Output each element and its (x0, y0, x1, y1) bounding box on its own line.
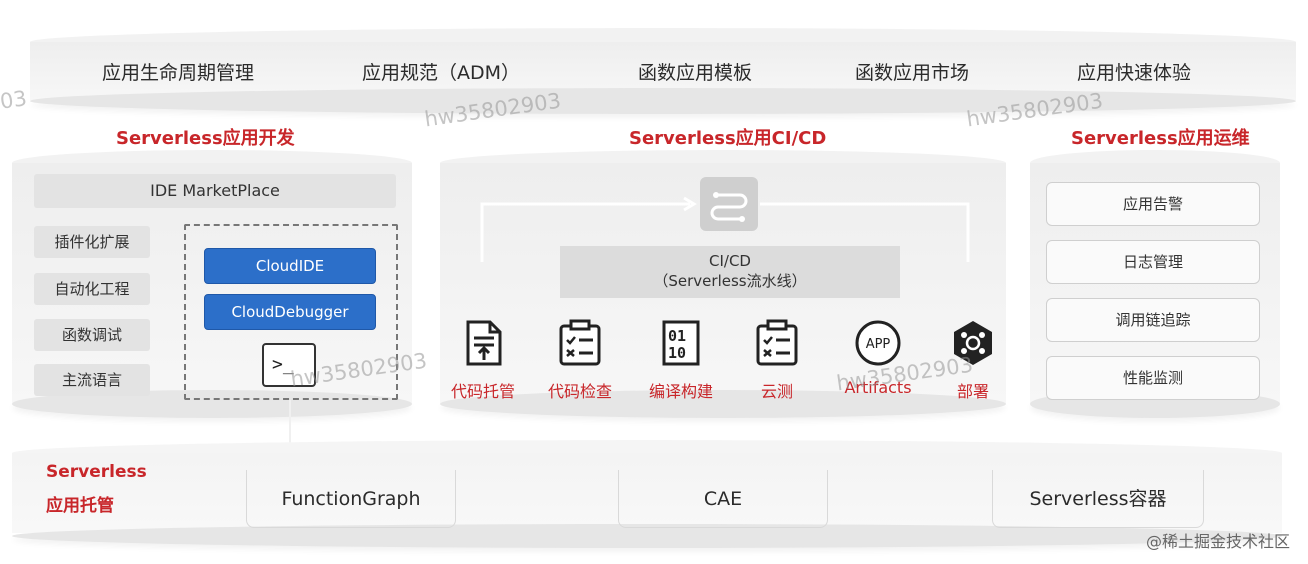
terminal-icon: >_ (262, 343, 316, 387)
dev-section-title: Serverless应用开发 (116, 128, 295, 149)
hosting-function-graph[interactable]: FunctionGraph (246, 470, 456, 528)
feature-function-debug: 函数调试 (34, 319, 150, 351)
svg-text:10: 10 (668, 344, 686, 362)
feature-auto-engineering: 自动化工程 (34, 273, 150, 305)
cicd-section-title: Serverless应用CI/CD (629, 128, 827, 149)
tool-deploy[interactable]: 部署 (938, 318, 1008, 402)
top-item-template: 函数应用模板 (638, 62, 753, 84)
top-item-market: 函数应用市场 (855, 62, 970, 84)
svg-text:APP: APP (866, 337, 891, 352)
ops-item-logs[interactable]: 日志管理 (1046, 240, 1260, 284)
ide-marketplace: IDE MarketPlace (34, 174, 396, 208)
hosting-cae[interactable]: CAE (618, 470, 828, 528)
hosting-title-line2: 应用托管 (46, 496, 114, 516)
pipeline-box: CI/CD （Serverless流水线） (560, 246, 900, 298)
tool-code-check[interactable]: 代码检查 (545, 318, 615, 402)
pipeline-icon (700, 177, 758, 231)
feature-mainstream-language: 主流语言 (34, 364, 150, 396)
cloud-debugger-button[interactable]: CloudDebugger (204, 294, 376, 330)
tool-label: 编译构建 (648, 382, 713, 401)
tool-label: 代码托管 (450, 382, 515, 401)
cloud-ide-button[interactable]: CloudIDE (204, 248, 376, 284)
brand-credit: @稀土掘金技术社区 (1145, 532, 1290, 551)
tool-label: Artifacts (844, 378, 912, 397)
ops-section-title: Serverless应用运维 (1071, 128, 1250, 149)
hosting-title-line1: Serverless (46, 462, 147, 482)
ide-dashed-frame (184, 224, 398, 400)
tool-label: 部署 (956, 382, 989, 401)
watermark-partial: 03 (0, 86, 29, 114)
top-item-lifecycle: 应用生命周期管理 (102, 62, 255, 84)
tool-artifacts[interactable]: APP Artifacts (840, 318, 916, 397)
checklist-icon (756, 319, 798, 366)
binary-code-icon: 01 10 (662, 320, 700, 366)
dev-arrow-connector (289, 400, 291, 450)
document-upload-icon (466, 320, 502, 366)
hosting-layer-cylinder (12, 440, 1282, 552)
app-icon: APP (855, 320, 901, 366)
top-item-experience: 应用快速体验 (1077, 62, 1192, 84)
hosting-serverless-container[interactable]: Serverless容器 (992, 470, 1204, 528)
ops-item-alert[interactable]: 应用告警 (1046, 182, 1260, 226)
ops-item-tracing[interactable]: 调用链追踪 (1046, 298, 1260, 342)
checklist-icon (559, 319, 601, 366)
feature-plugin-extension: 插件化扩展 (34, 226, 150, 258)
pipeline-label-line2: （Serverless流水线） (653, 272, 807, 290)
ops-item-performance[interactable]: 性能监测 (1046, 356, 1260, 400)
deploy-hexagon-icon (954, 321, 992, 365)
pipeline-label-line1: CI/CD (709, 252, 751, 270)
top-item-adm: 应用规范（ADM） (362, 62, 521, 84)
tool-cloud-test[interactable]: 云测 (742, 318, 812, 402)
tool-label: 云测 (760, 382, 793, 401)
tool-code-hosting[interactable]: 代码托管 (448, 318, 518, 402)
tool-build[interactable]: 01 10 编译构建 (646, 318, 716, 402)
tool-label: 代码检查 (547, 382, 612, 401)
top-layer-cylinder (30, 28, 1296, 114)
svg-text:01: 01 (668, 327, 686, 345)
